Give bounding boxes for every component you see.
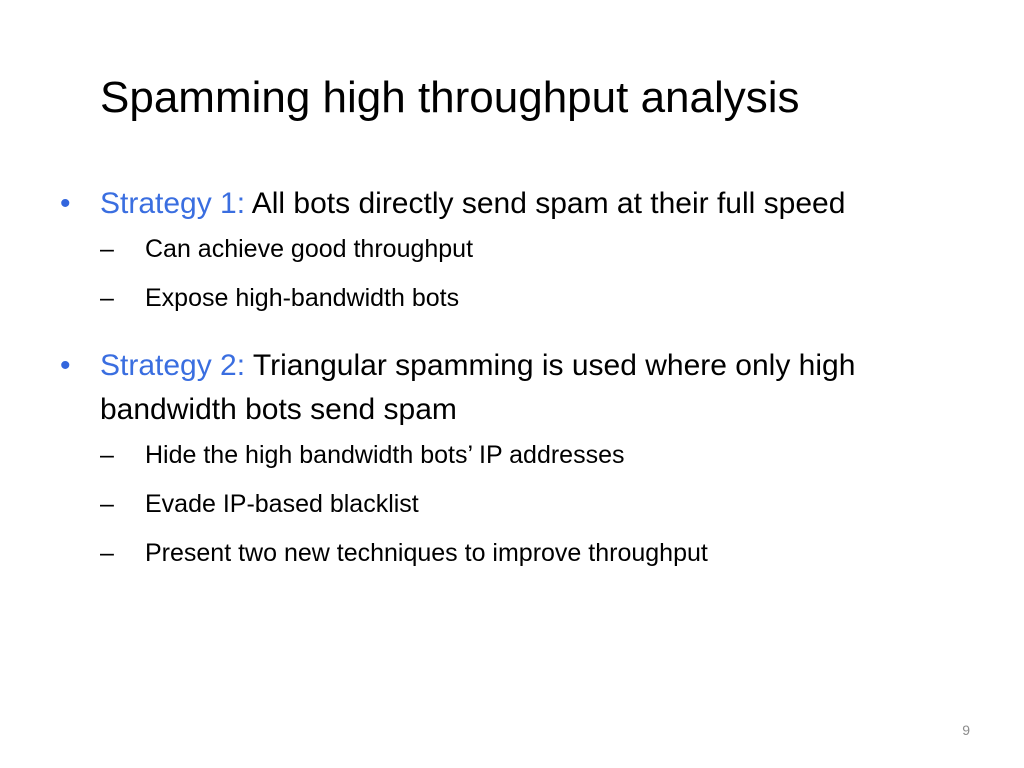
slide-content: • Strategy 1: All bots directly send spam… (60, 182, 970, 585)
dash-icon: – (100, 284, 114, 312)
bullet-text: Triangular spamming is used where only h… (100, 349, 856, 426)
sub-bullet-text: Can achieve good throughput (145, 235, 474, 263)
spacer (60, 330, 970, 344)
bullet-icon: • (60, 187, 71, 220)
sub-bullet-list: – Hide the high bandwidth bots’ IP addres… (60, 438, 970, 570)
dash-icon: – (100, 441, 114, 469)
bullet-strategy-2: • Strategy 2: Triangular spamming is used… (60, 344, 970, 432)
sub-bullet: – Can achieve good throughput (60, 232, 970, 266)
dash-icon: – (100, 539, 114, 567)
sub-bullet: – Evade IP-based blacklist (60, 487, 970, 521)
sub-bullet-text: Evade IP-based blacklist (145, 490, 419, 518)
bullet-strategy-1: • Strategy 1: All bots directly send spam… (60, 182, 970, 226)
page-number: 9 (962, 722, 970, 738)
sub-bullet: – Hide the high bandwidth bots’ IP addres… (60, 438, 970, 472)
bullet-icon: • (60, 349, 71, 382)
sub-bullet-text: Hide the high bandwidth bots’ IP address… (145, 441, 625, 469)
dash-icon: – (100, 490, 114, 518)
dash-icon: – (100, 235, 114, 263)
sub-bullet-text: Present two new techniques to improve th… (145, 539, 708, 567)
bullet-label: Strategy 2: (100, 349, 246, 382)
sub-bullet-text: Expose high-bandwidth bots (145, 284, 460, 312)
bullet-label: Strategy 1: (100, 187, 246, 220)
bullet-text: All bots directly send spam at their ful… (245, 187, 846, 220)
slide-title: Spamming high throughput analysis (100, 73, 800, 122)
sub-bullet: – Present two new techniques to improve t… (60, 536, 970, 570)
sub-bullet-list: – Can achieve good throughput – Expose hig… (60, 232, 970, 315)
sub-bullet: – Expose high-bandwidth bots (60, 281, 970, 315)
